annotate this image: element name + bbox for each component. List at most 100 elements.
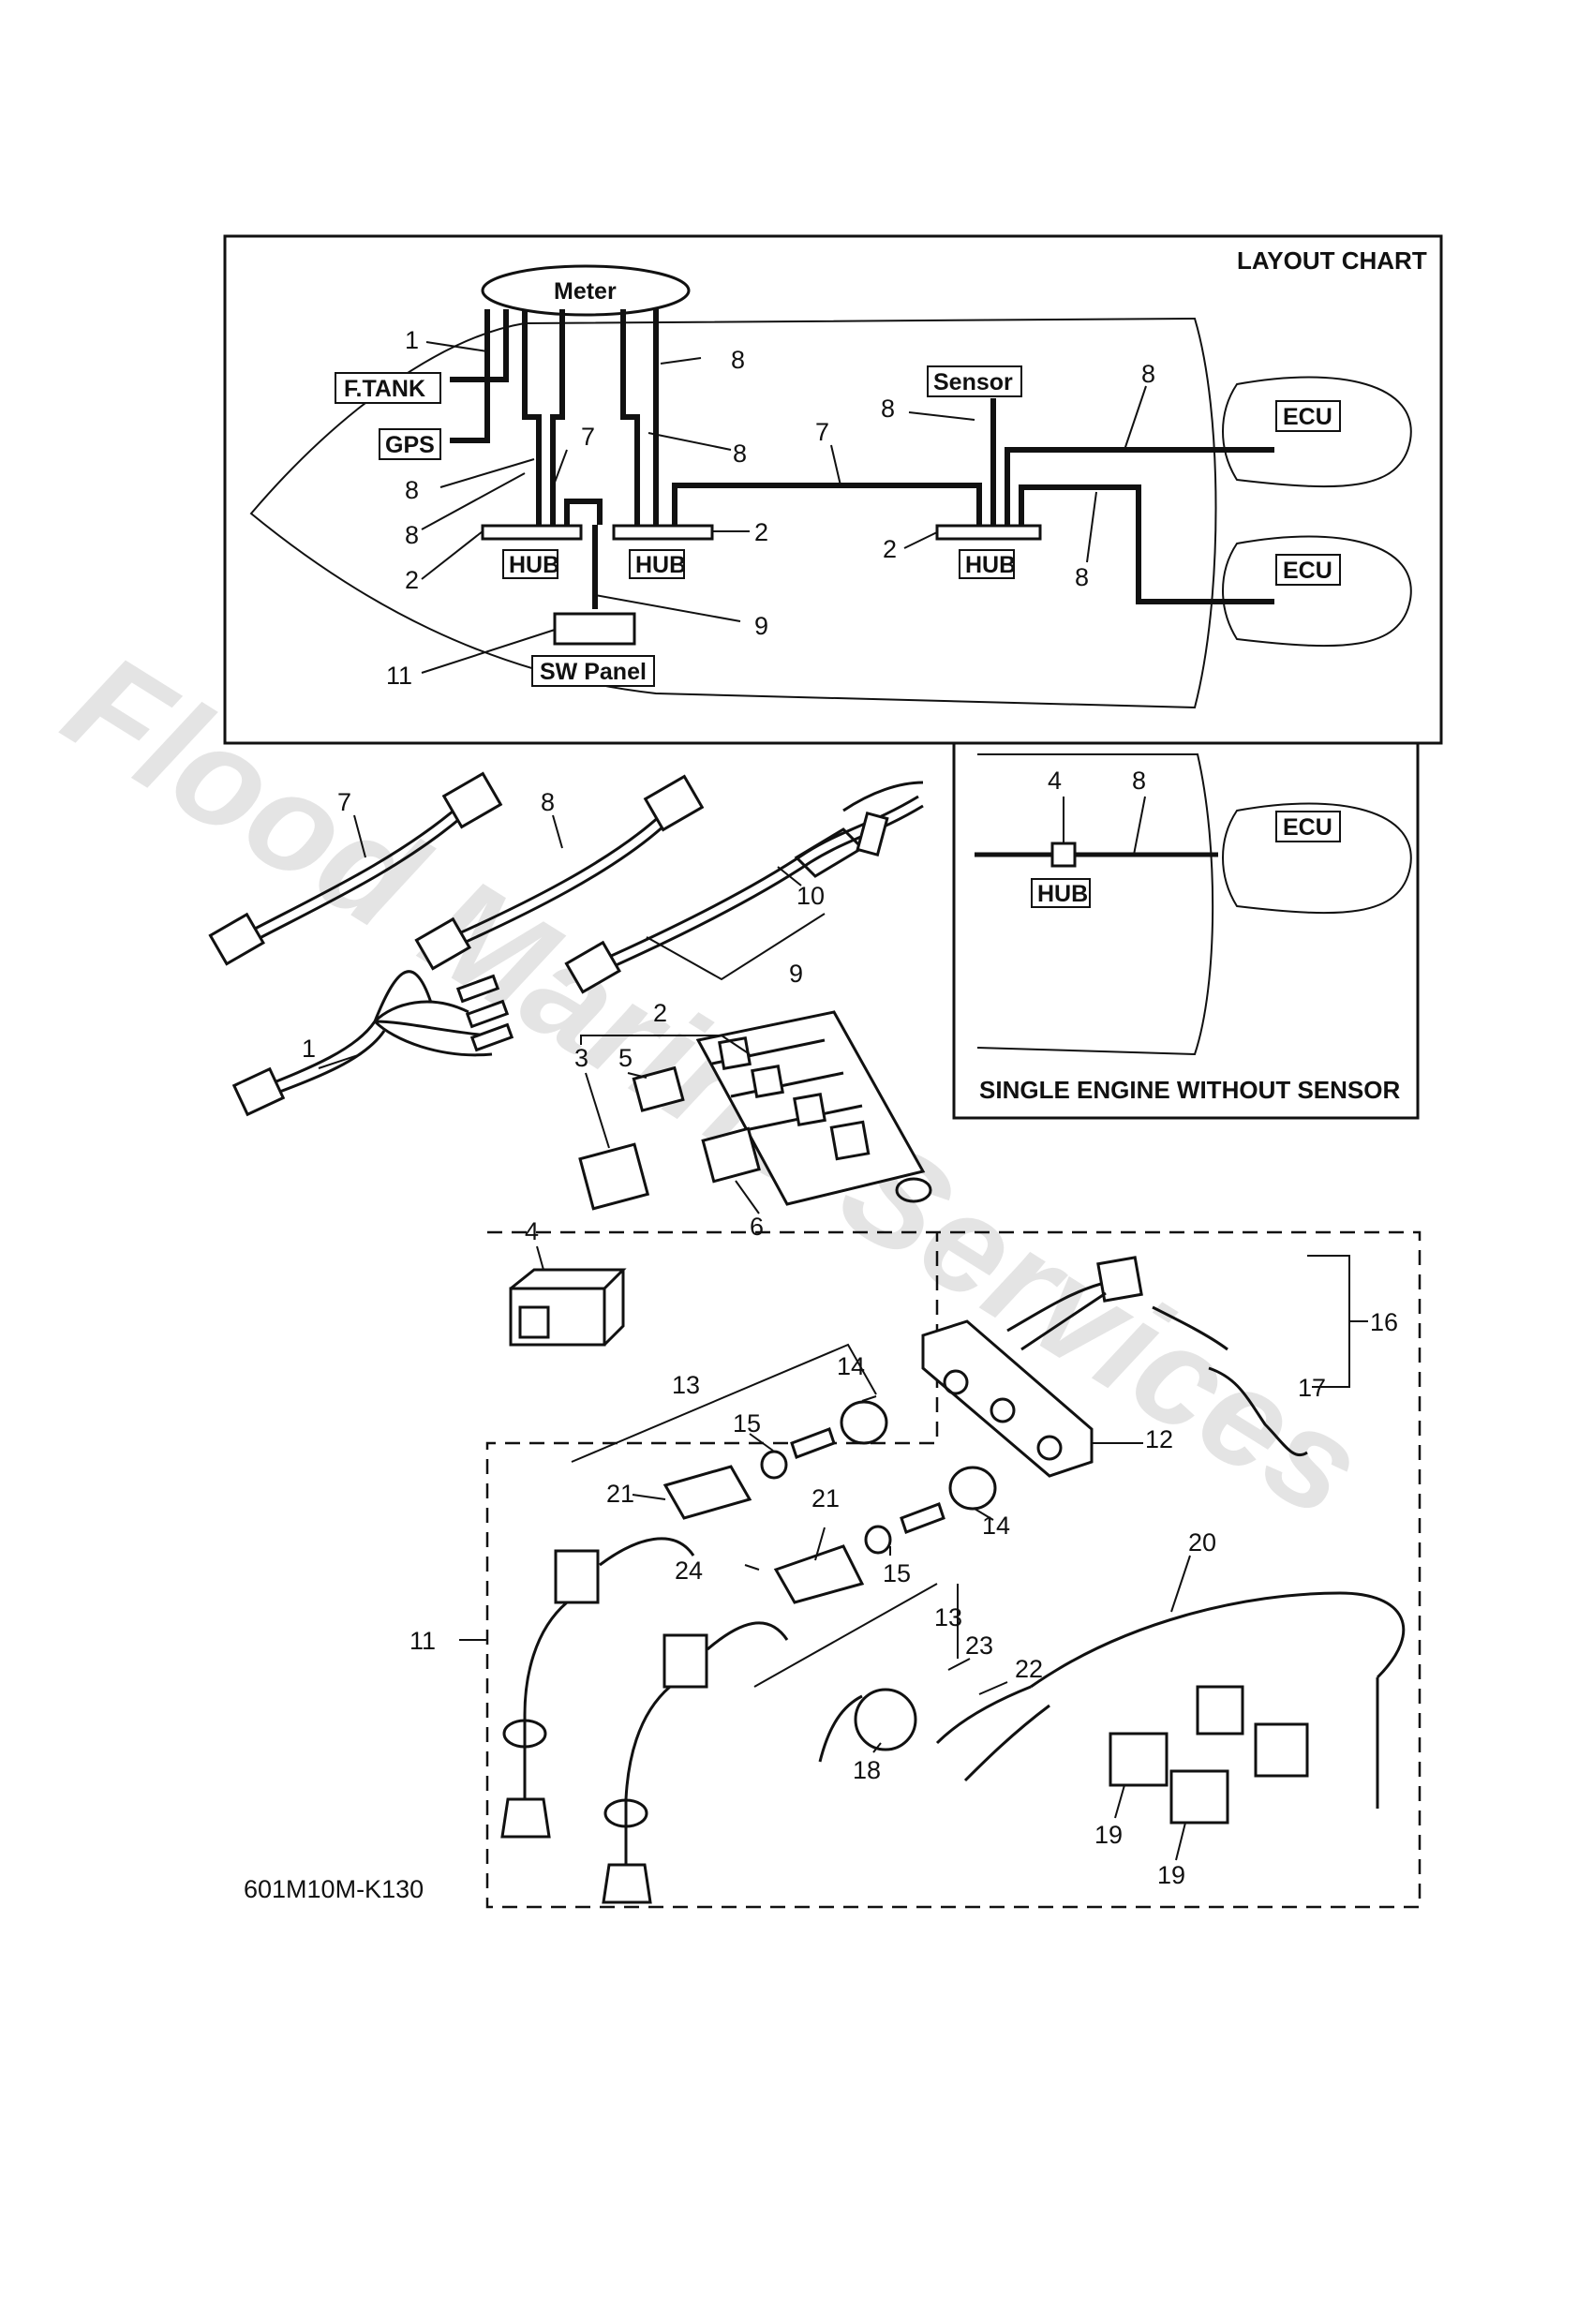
parts-leaders (318, 814, 1368, 1861)
callout-22: 22 (1015, 1655, 1043, 1683)
wire-hub1-hub2 (564, 499, 603, 525)
svg-text:ECU: ECU (1283, 814, 1332, 841)
svg-text:HUB: HUB (1037, 881, 1088, 907)
callout-2: 2 (754, 518, 768, 546)
ecu-pod-lower (1222, 535, 1412, 648)
harness-9-10 (564, 781, 924, 994)
single-engine-hub-label: HUB (1031, 878, 1091, 908)
single-engine-hull (976, 753, 1214, 1056)
wire-hub2-hub3 (672, 483, 982, 525)
meter-ellipse (481, 264, 691, 317)
callout-8: 8 (1132, 767, 1146, 795)
callout-5: 5 (618, 1044, 633, 1072)
switch-harness-11 (500, 1537, 789, 1904)
callout-12: 12 (1145, 1425, 1173, 1453)
callout-24: 24 (675, 1557, 703, 1585)
wire-meter-hub1a (522, 309, 542, 525)
sensor-box: Sensor (927, 365, 1022, 397)
layout-chart: LAYOUT CHART Meter HUB HUB (223, 234, 1443, 745)
callout-7: 7 (815, 418, 829, 446)
callout-11: 11 (409, 1627, 436, 1655)
callout-9: 9 (754, 612, 768, 640)
hub-bar-1 (481, 524, 583, 541)
callout-4: 4 (525, 1217, 539, 1245)
svg-text:ECU: ECU (1283, 558, 1332, 584)
ecu-box-lower: ECU (1275, 554, 1341, 586)
single-engine-ecu-pod (1222, 802, 1412, 915)
meter-label: Meter (554, 278, 617, 305)
callout-20: 20 (1188, 1528, 1216, 1557)
callout-8: 8 (405, 521, 419, 549)
callout-3: 3 (574, 1044, 588, 1072)
wire-meter-hub1b (550, 309, 565, 525)
callout-21: 21 (606, 1480, 634, 1508)
callout-7: 7 (337, 788, 351, 816)
svg-text:HUB: HUB (509, 552, 559, 578)
hub-4 (509, 1268, 627, 1347)
layout-chart-frame (223, 234, 1443, 745)
switch-panel-box (553, 612, 636, 646)
svg-text:F.TANK: F.TANK (344, 376, 425, 402)
callout-19: 19 (1094, 1821, 1123, 1849)
exploded-parts: 7 8 10 9 1 2 3 5 6 4 16 17 12 13 14 15 2… (208, 771, 1422, 1909)
callout-2: 2 (653, 999, 667, 1027)
svg-text:SW Panel: SW Panel (540, 659, 647, 685)
callout-8: 8 (731, 346, 745, 374)
svg-text:GPS: GPS (385, 432, 435, 458)
ignition-switches-13 (760, 1400, 997, 1555)
callout-18: 18 (853, 1756, 881, 1784)
callout-15: 15 (883, 1559, 911, 1587)
ftank-box: F.TANK (335, 372, 441, 404)
gps-box: GPS (379, 428, 441, 460)
callout-23: 23 (965, 1631, 993, 1660)
callout-21: 21 (811, 1484, 840, 1512)
callout-4: 4 (1048, 767, 1062, 795)
callout-8: 8 (1075, 563, 1089, 591)
callout-8: 8 (1141, 360, 1155, 388)
sw-panel-label: SW Panel (531, 655, 655, 687)
hub-bar-2 (612, 524, 714, 541)
callout-9: 9 (789, 960, 803, 988)
callout-8: 8 (405, 476, 419, 504)
harness-8 (414, 774, 705, 971)
callout-8: 8 (733, 439, 747, 468)
kill-switch-16-17 (1006, 1256, 1308, 1457)
callout-2: 2 (883, 535, 897, 563)
wire-meter-ftank (450, 309, 509, 382)
single-engine-ecu-box: ECU (1275, 811, 1341, 842)
harness-1 (231, 970, 514, 1117)
wire-meter-gps (450, 309, 490, 443)
hub-label-1: HUB (502, 549, 559, 579)
group-11-dashed-frame (485, 1230, 1422, 1909)
harness-20 (935, 1591, 1406, 1825)
wire-hub3-ecu-upper (1005, 447, 1274, 525)
callout-6: 6 (750, 1213, 764, 1241)
svg-text:ECU: ECU (1283, 404, 1332, 430)
callout-15: 15 (733, 1409, 761, 1438)
callout-10: 10 (796, 882, 825, 910)
cap-6 (701, 1126, 761, 1184)
harness-7 (208, 771, 503, 966)
cap-5 (632, 1065, 685, 1112)
callout-8: 8 (881, 395, 895, 423)
hub-label-2: HUB (629, 549, 686, 579)
callout-14: 14 (982, 1512, 1010, 1540)
bracket-21-upper (662, 1465, 752, 1520)
callout-1: 1 (405, 326, 419, 354)
diagram-code: 601M10M-K130 (244, 1875, 424, 1903)
wire-hub3-ecu-lower (1019, 484, 1274, 604)
bracket-21-lower (773, 1544, 865, 1604)
wire-meter-hub2a (620, 309, 640, 525)
callout-13: 13 (672, 1371, 700, 1399)
callout-7: 7 (581, 423, 595, 451)
layout-leaders (421, 341, 1147, 674)
single-engine-title: SINGLE ENGINE WITHOUT SENSOR (979, 1076, 1400, 1104)
layout-chart-title: LAYOUT CHART (1237, 246, 1427, 275)
callout-8: 8 (541, 788, 555, 816)
single-engine-leader-8 (1133, 796, 1146, 856)
ecu-box-upper: ECU (1275, 400, 1341, 432)
buzzer-18 (818, 1688, 917, 1763)
single-engine-frame (952, 741, 1420, 1120)
hub-label-3: HUB (959, 549, 1016, 579)
